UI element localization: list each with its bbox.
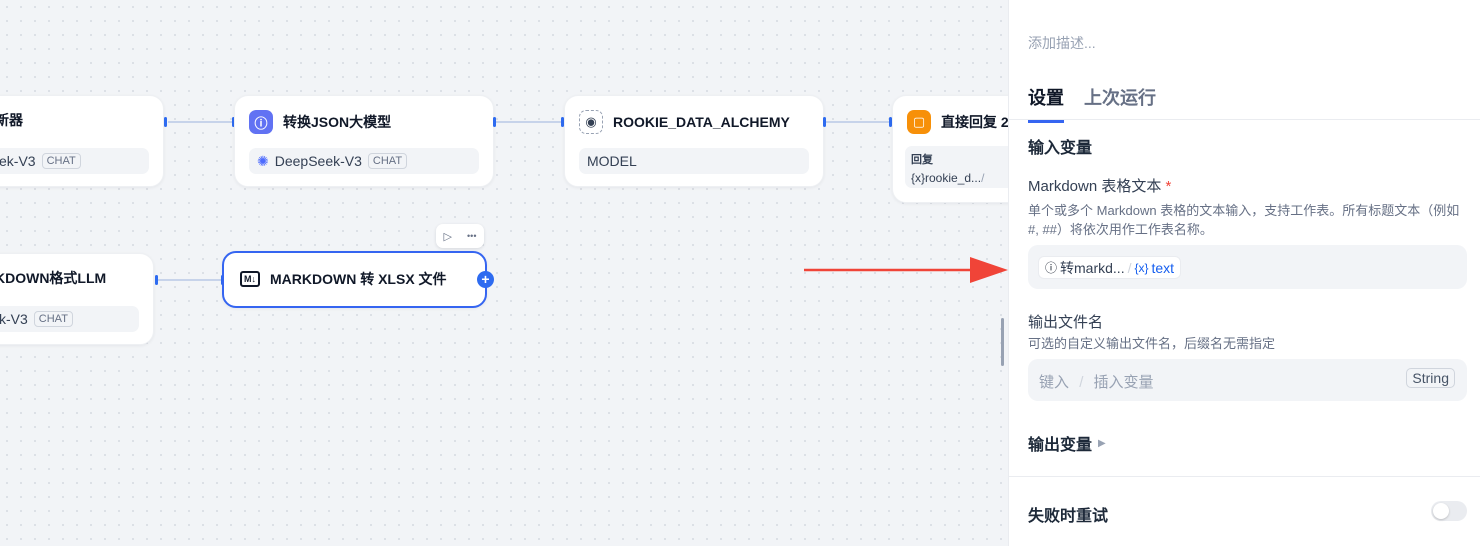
markdown-variable-selector[interactable]: ⓘ 转markd... / {x} text <box>1028 245 1467 289</box>
model-name: k-V3 <box>0 311 28 327</box>
deepseek-icon: ✺ <box>257 152 269 169</box>
reply-label: 回复 <box>911 154 933 166</box>
edge <box>496 121 564 123</box>
output-port[interactable] <box>164 117 167 127</box>
required-marker: * <box>1165 178 1172 195</box>
placeholder-type: 键入 <box>1039 374 1070 391</box>
filename-field-label: 输出文件名 <box>1028 314 1104 331</box>
node-title: 新器 <box>0 112 23 128</box>
input-variables-heading: 输入变量 <box>1028 140 1093 157</box>
output-variables-heading: 输出变量 <box>1028 437 1093 454</box>
output-port[interactable] <box>823 117 826 127</box>
run-icon[interactable]: ▷ <box>443 230 452 243</box>
variable-separator: / <box>1127 259 1132 276</box>
markdown-field-label: Markdown 表格文本 * <box>1028 175 1171 196</box>
input-port[interactable] <box>232 117 235 127</box>
reply-icon: ▢ <box>907 110 931 134</box>
model-badge: CHAT <box>33 311 73 327</box>
workflow-node-direct-reply[interactable]: ▢ 直接回复 2 回复 {x}rookie_d.../ <box>892 95 1008 203</box>
type-badge: String <box>1406 368 1455 388</box>
panel-title-residue <box>1029 0 1449 2</box>
reply-variable: {x}rookie_d... <box>911 171 982 185</box>
node-title: ROOKIE_DATA_ALCHEMY <box>613 114 790 130</box>
section-divider <box>1009 476 1480 477</box>
edge <box>826 121 892 123</box>
input-port[interactable] <box>561 117 564 127</box>
model-badge: CHAT <box>41 153 81 169</box>
workflow-node-rookie-data-alchemy[interactable]: ◉ ROOKIE_DATA_ALCHEMY MODEL <box>564 95 824 187</box>
model-badge: CHAT <box>367 153 408 169</box>
placeholder-separator: / <box>1079 374 1084 391</box>
workflow-node-json-llm[interactable]: ⓘ 转换JSON大模型 ✺ DeepSeek-V3 CHAT <box>234 95 494 187</box>
more-icon[interactable]: ••• <box>467 231 477 241</box>
variable-name: text <box>1151 259 1175 276</box>
node-toolbar: ▷ ••• <box>436 224 484 248</box>
add-node-button[interactable]: + <box>477 271 494 288</box>
node-title: MARKDOWN 转 XLSX 文件 <box>270 271 447 287</box>
filename-field-hint: 可选的自定义输出文件名，后缀名无需指定 <box>1028 336 1276 351</box>
placeholder-insert-variable: 插入变量 <box>1093 374 1154 391</box>
tab-last-run[interactable]: 上次运行 <box>1084 88 1156 108</box>
toggle-knob <box>1433 503 1449 519</box>
markdown-field-hint: 单个或多个 Markdown 表格的文本输入，支持工作表。所有标题文本（例如 #… <box>1028 203 1460 237</box>
variable-node: 转markd... <box>1060 259 1125 276</box>
retry-on-failure-label: 失败时重试 <box>1028 508 1109 525</box>
edge <box>168 121 234 123</box>
workflow-node-markdown-llm[interactable]: KDOWN格式LLM k-V3 CHAT <box>0 253 154 345</box>
node-title: KDOWN格式LLM <box>0 270 107 286</box>
panel-tabs: 设置 上次运行 <box>1028 84 1156 123</box>
model-name: MODEL <box>587 153 637 169</box>
input-port[interactable] <box>889 117 892 127</box>
retry-toggle[interactable] <box>1431 501 1467 521</box>
variable-icon: {x} <box>1134 260 1149 275</box>
alchemy-icon: ◉ <box>579 110 603 134</box>
caret-right-icon: ▶ <box>1098 437 1106 449</box>
reply-separator: / <box>981 171 985 185</box>
model-name: DeepSeek-V3 <box>274 153 362 169</box>
panel-resize-handle[interactable] <box>1001 318 1004 366</box>
output-port[interactable] <box>493 117 496 127</box>
model-name: ek-V3 <box>0 153 36 169</box>
tabs-divider <box>1009 119 1480 120</box>
node-settings-panel: 添加描述... 设置 上次运行 输入变量 Markdown 表格文本 * 单个或… <box>1008 0 1480 546</box>
output-variables-toggle[interactable]: 输出变量 ▶ <box>1028 431 1106 455</box>
workflow-node-markdown-to-xlsx[interactable]: M↓ MARKDOWN 转 XLSX 文件 <box>222 251 487 308</box>
output-port[interactable] <box>155 275 158 285</box>
node-title: 转换JSON大模型 <box>283 114 392 130</box>
llm-icon: ⓘ <box>249 110 273 134</box>
llm-icon: ⓘ <box>1045 261 1058 275</box>
filename-input[interactable]: 键入 / 插入变量 String <box>1028 359 1467 401</box>
field-label-text: Markdown 表格文本 <box>1028 178 1162 195</box>
tab-settings[interactable]: 设置 <box>1028 84 1064 123</box>
edge <box>158 279 224 281</box>
annotation-arrow <box>804 257 1008 283</box>
node-title: 直接回复 2 <box>941 114 1008 130</box>
variable-pill[interactable]: ⓘ 转markd... / {x} text <box>1038 256 1182 279</box>
workflow-node-classifier[interactable]: 新器 ek-V3 CHAT <box>0 95 164 187</box>
description-input[interactable]: 添加描述... <box>1028 35 1096 51</box>
markdown-icon: M↓ <box>240 271 260 287</box>
